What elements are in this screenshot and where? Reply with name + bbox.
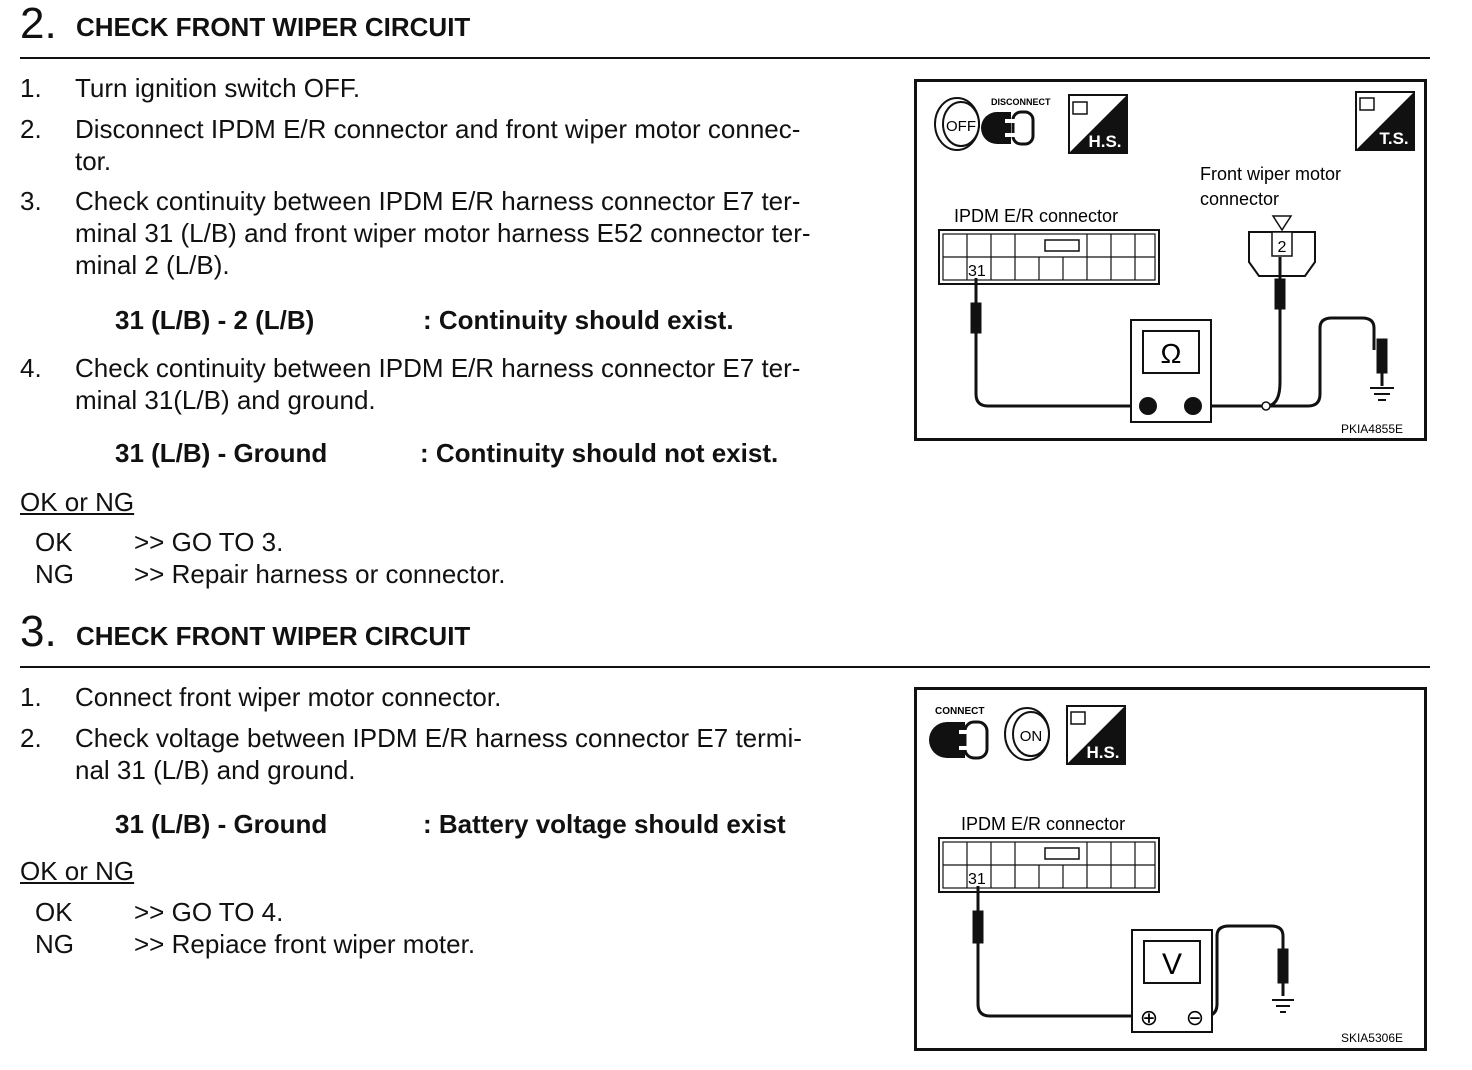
ignition-switch-icon: ON: [1004, 707, 1050, 761]
connect-icon: CONNECT: [929, 706, 989, 760]
step-number: 2.: [20, 114, 42, 144]
step-line: tor.: [75, 146, 112, 176]
result-action-ok: >> GO TO 3.: [134, 527, 284, 557]
spec-terminals: 31 (L/B) - Ground: [115, 809, 328, 839]
switch-state-label: ON: [1020, 728, 1043, 745]
circuit-figure-voltage: CONNECT ON H.S. IPDM E/R connector: [914, 687, 1427, 1051]
ok-ng-heading: OK or NG: [20, 487, 135, 517]
result-action-ng: >> Repiace front wiper moter.: [134, 929, 476, 959]
step-line: minal 31(L/B) and ground.: [75, 385, 376, 415]
spec-condition: : Continuity should exist.: [423, 305, 734, 335]
step-text: Check voltage between IPDM E/R harness c…: [75, 722, 897, 786]
step-line: nal 31 (L/B) and ground.: [75, 755, 356, 785]
figure-code: PKIA4855E: [1341, 422, 1403, 436]
section-divider: [20, 57, 1430, 59]
voltmeter: V ⊕ ⊖: [1131, 929, 1213, 1033]
result-code-ng: NG: [35, 929, 74, 959]
negative-terminal: ⊖: [1186, 1005, 1204, 1030]
step-text: Check continuity between IPDM E/R harnes…: [75, 352, 897, 416]
figure-code: SKIA5306E: [1341, 1031, 1403, 1045]
section-divider: [20, 666, 1430, 668]
step-text: Disconnect IPDM E/R connector and front …: [75, 113, 897, 177]
step-number: 2.: [20, 723, 42, 753]
step-number: 3.: [20, 186, 42, 216]
ipdm-connector: 31: [938, 837, 1160, 893]
disconnect-label: DISCONNECT: [991, 97, 1051, 107]
ts-label: T.S.: [1379, 129, 1408, 148]
harness-side-icon: H.S.: [1066, 705, 1126, 765]
step-line: Disconnect IPDM E/R connector and front …: [75, 114, 801, 144]
step-number: 1.: [20, 73, 42, 103]
test-leads: [970, 257, 1388, 408]
step-line: Check continuity between IPDM E/R harnes…: [75, 186, 801, 216]
ipdm-connector-label: IPDM E/R connector: [961, 814, 1125, 834]
result-code-ok: OK: [35, 897, 73, 927]
terminal-side-icon: T.S.: [1355, 91, 1415, 151]
step-text: Connect front wiper motor connector.: [75, 682, 502, 712]
circuit-diagram: CONNECT ON H.S. IPDM E/R connector: [929, 705, 1403, 1045]
terminal-2-label: 2: [1278, 239, 1287, 256]
ipdm-connector-label: IPDM E/R connector: [954, 206, 1118, 226]
disconnect-icon: DISCONNECT: [981, 97, 1051, 146]
step-text: Turn ignition switch OFF.: [75, 73, 361, 103]
step-line: Check continuity between IPDM E/R harnes…: [75, 353, 801, 383]
section-title: CHECK FRONT WIPER CIRCUIT: [76, 12, 471, 42]
ground-symbol: [1370, 387, 1394, 401]
section-title: CHECK FRONT WIPER CIRCUIT: [76, 621, 471, 651]
step-number: 4.: [20, 353, 42, 383]
terminal-31-label: 31: [968, 263, 986, 280]
step-text: Check continuity between IPDM E/R harnes…: [75, 185, 897, 281]
motor-connector-label: Front wiper motor: [1200, 164, 1341, 184]
spec-condition: : Battery voltage should exist: [423, 809, 786, 839]
harness-side-icon: H.S.: [1068, 94, 1128, 154]
ignition-switch-icon: OFF: [934, 97, 980, 151]
meter-symbol: Ω: [1161, 338, 1182, 369]
switch-state-label: OFF: [946, 118, 976, 135]
spec-terminals: 31 (L/B) - 2 (L/B): [115, 305, 315, 335]
ipdm-connector: 31: [938, 229, 1160, 285]
ground-symbol: [1272, 999, 1294, 1013]
result-code-ok: OK: [35, 527, 73, 557]
step-line: minal 31 (L/B) and front wiper motor har…: [75, 218, 811, 248]
terminal-31-label: 31: [968, 871, 986, 888]
hs-label: H.S.: [1088, 132, 1121, 151]
circuit-figure-continuity: OFF DISCONNECT H.S. T.S: [914, 79, 1427, 441]
result-action-ok: >> GO TO 4.: [134, 897, 284, 927]
step-line: minal 2 (L/B).: [75, 250, 230, 280]
connect-label: CONNECT: [935, 706, 984, 717]
section-number: 2.: [20, 0, 57, 48]
result-action-ng: >> Repair harness or connector.: [134, 559, 506, 589]
positive-terminal: ⊕: [1140, 1005, 1158, 1030]
test-leads: [972, 886, 1289, 1018]
meter-symbol: V: [1162, 948, 1182, 981]
section-number: 3.: [20, 607, 57, 656]
circuit-diagram: OFF DISCONNECT H.S. T.S: [934, 91, 1415, 436]
spec-terminals: 31 (L/B) - Ground: [115, 438, 328, 468]
result-code-ng: NG: [35, 559, 74, 589]
step-number: 1.: [20, 682, 42, 712]
spec-condition: : Continuity should not exist.: [420, 438, 779, 468]
step-line: Check voltage between IPDM E/R harness c…: [75, 723, 802, 753]
motor-connector-label-2: connector: [1200, 189, 1279, 209]
ok-ng-heading: OK or NG: [20, 856, 135, 886]
motor-connector: 2: [1248, 215, 1316, 277]
hs-label: H.S.: [1086, 743, 1119, 762]
ohmmeter: Ω: [1130, 319, 1212, 423]
